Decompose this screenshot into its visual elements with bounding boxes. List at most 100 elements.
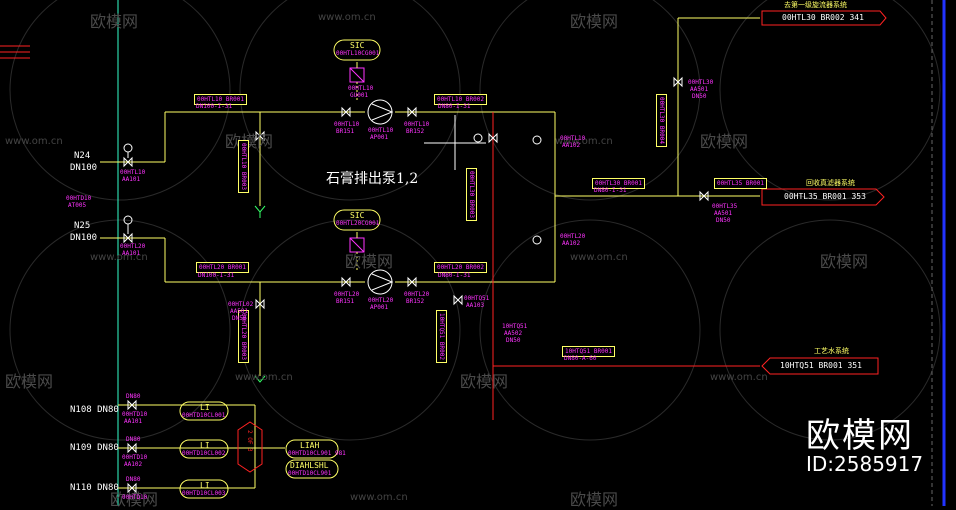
instrument-tag: 00HTD10CL901 981 xyxy=(288,450,346,457)
watermark: 欧模网 xyxy=(5,372,54,391)
valve-tag: 00HTL10 xyxy=(334,121,360,128)
watermark-url: www.om.cn xyxy=(318,12,376,23)
destination-arrows xyxy=(761,10,887,375)
pump-sub: AP001 xyxy=(370,134,389,141)
pump-controller-tag: 00HTL20CG001 xyxy=(336,220,380,227)
destination-tag: 00HTL30 BR002 341 xyxy=(782,13,864,22)
small-valve-tag: 00HTD10 xyxy=(122,411,148,418)
watermark: 欧模网 xyxy=(570,490,619,509)
motor-tag: 00HTL10 xyxy=(348,85,374,92)
watermark: 欧模网 xyxy=(90,12,139,31)
line-spec: DN80-A-60 xyxy=(564,355,597,362)
process-water-line xyxy=(492,112,760,420)
watermark: 欧模网 xyxy=(225,132,274,151)
pipes xyxy=(100,17,760,489)
line-spec: DN80-I-31 xyxy=(594,187,627,194)
small-valve-size: DN80 xyxy=(126,393,141,400)
watermark-url: www.om.cn xyxy=(555,136,613,147)
small-valve-size: DN80 xyxy=(126,436,141,443)
valve-tag: DN50 xyxy=(692,93,707,100)
line-label: 10HTQ51 BR001 xyxy=(562,346,615,357)
watermark-url: www.om.cn xyxy=(570,252,628,263)
valve-tag: AA102 xyxy=(562,240,581,247)
line-label: 00HTL20 BR002 xyxy=(434,262,487,273)
small-valve-size: DN80 xyxy=(126,476,141,483)
line-label: 00HTL35 BR001 xyxy=(714,178,767,189)
instrument-tag: 00HTD10CL003 xyxy=(182,490,226,497)
valve-tag: AA103 xyxy=(466,302,485,309)
valve-tag: DN50 xyxy=(716,217,731,224)
pump-2 xyxy=(367,269,394,295)
valve-tag: 00HTL10 xyxy=(404,121,430,128)
feed-name: N24 xyxy=(74,151,91,161)
destination-tag: 00HTL35 BR001 353 xyxy=(784,192,866,201)
valve-tag: 00HTL20 xyxy=(120,243,146,250)
valve-tag: DN50 xyxy=(232,315,247,322)
watermark-url: www.om.cn xyxy=(350,492,408,503)
pump-tag: 00HTL10 xyxy=(368,127,394,134)
line-label: 00HTL30 BR001 xyxy=(592,178,645,189)
feed-name: N110 DN80 xyxy=(70,483,119,493)
instrument-tag: 00HTD10CL001 xyxy=(182,412,226,419)
watermark: 欧模网 xyxy=(460,372,509,391)
valve-tag: BR152 xyxy=(406,298,425,305)
instrument-ovals xyxy=(179,39,381,499)
instrument-name: LI xyxy=(200,441,210,450)
vertical-line-label: 10HTQ51 BR002 xyxy=(436,310,447,363)
selector-2oo3 xyxy=(237,421,263,473)
valve-tag: DN50 xyxy=(506,337,521,344)
valve-tag: 00HTL20 xyxy=(404,291,430,298)
drain-markers xyxy=(254,205,266,383)
pump-1 xyxy=(367,99,394,125)
instrument-name: LI xyxy=(200,403,210,412)
valve-tag: 00HTL10 xyxy=(120,169,146,176)
destination-header: 工艺水系统 xyxy=(814,347,849,355)
small-valve-sub: AA102 xyxy=(124,461,143,468)
red-dash-marks xyxy=(0,45,30,59)
valve-actuators xyxy=(123,133,542,245)
instrument-name: LI xyxy=(200,481,210,490)
diagram-title: 石膏排出泵1,2 xyxy=(326,171,419,187)
watermark: 欧模网 xyxy=(345,252,394,271)
brand-id: ID:2585917 xyxy=(806,452,924,476)
valve-tag: AA501 xyxy=(230,308,249,315)
pump-controller: SIC xyxy=(350,41,365,50)
selector-label: 2 OF 3 xyxy=(246,430,253,452)
pump-controller-tag: 00HTL10CG001 xyxy=(336,50,380,57)
valve-tag: 00HTL20 xyxy=(334,291,360,298)
vertical-line-label: 00HTL10 BR003 xyxy=(238,140,249,193)
vertical-line-label: 00HTL30 BR003 xyxy=(466,168,477,221)
valve-tag: BR151 xyxy=(336,128,355,135)
instrument-name: DIAHLSHL xyxy=(290,461,329,470)
watermark-url: www.om.cn xyxy=(90,252,148,263)
line-spec: DN100-I-31 xyxy=(196,103,233,110)
watermark-url: www.om.cn xyxy=(235,372,293,383)
pump-sub: AP001 xyxy=(370,304,389,311)
line-spec: DN100-I-31 xyxy=(198,272,235,279)
instrument-tag: 00HTD10CL002 xyxy=(182,450,226,457)
line-label: 00HTL20 BR001 xyxy=(196,262,249,273)
line-spec: DN80-I-31 xyxy=(438,103,471,110)
crosshair xyxy=(424,115,486,170)
vertical-line-label: 00HTL20 BR003 xyxy=(238,310,249,363)
valves xyxy=(123,76,709,494)
small-valve-tag: 00HTD10 xyxy=(122,454,148,461)
line-spec: DN80-I-31 xyxy=(438,272,471,279)
pump-tag: 00HTL20 xyxy=(368,297,394,304)
line-label: 00HTL10 BR001 xyxy=(194,94,247,105)
destination-header: 去第一级旋流器系统 xyxy=(784,1,847,9)
valve-tag: 00HTQ51 xyxy=(464,295,490,302)
instrument-tag: 00HTD10CL901 xyxy=(288,470,332,477)
valve-tag: 00HTL20 xyxy=(560,233,586,240)
watermark: 欧模网 xyxy=(700,132,749,151)
destination-tag: 10HTQ51 BR001 351 xyxy=(780,361,862,370)
valve-tag: BR152 xyxy=(406,128,425,135)
valve-tag: 00HTL30 xyxy=(688,79,714,86)
feed-name: N108 DN80 xyxy=(70,405,119,415)
valve-tag: BR151 xyxy=(336,298,355,305)
small-valve-sub: AA101 xyxy=(124,418,143,425)
instrument-name: LIAH xyxy=(300,441,320,450)
valve-tag: AA501 xyxy=(714,210,733,217)
watermark: 欧模网 xyxy=(820,252,869,271)
